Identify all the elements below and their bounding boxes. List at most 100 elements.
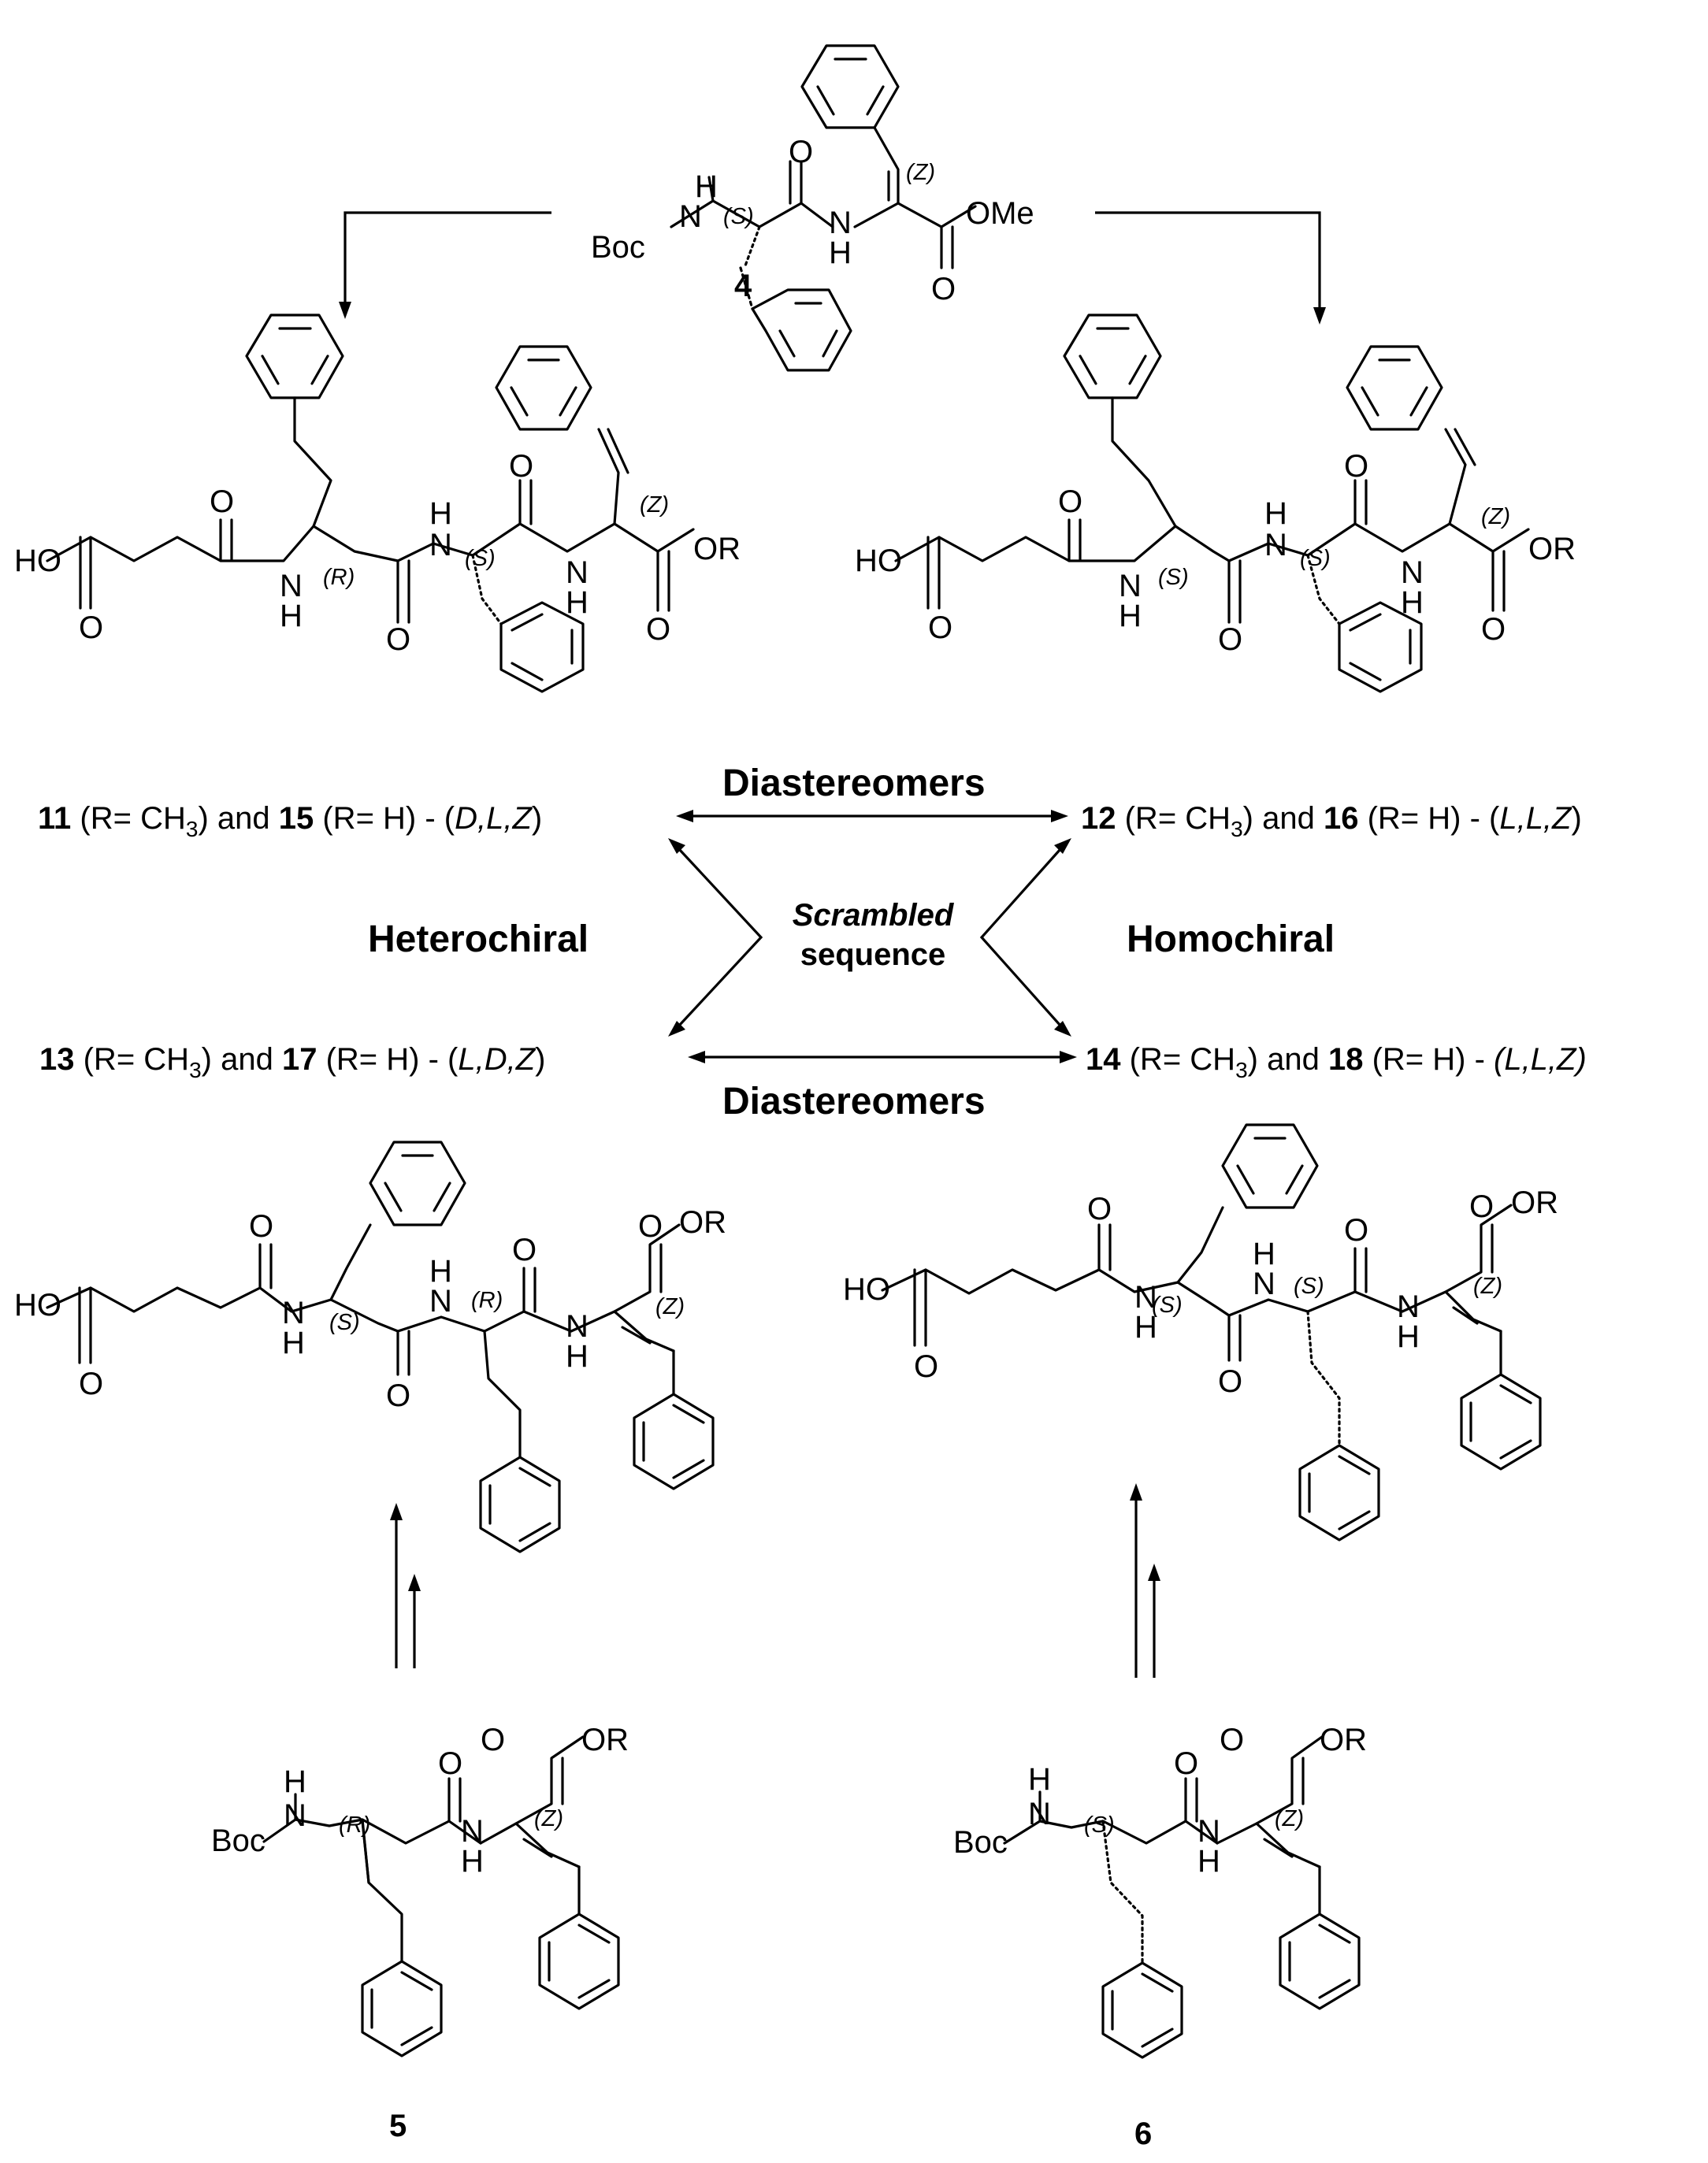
svg-text:N: N: [284, 1798, 306, 1833]
svg-text:(R): (R): [323, 565, 355, 590]
svg-text:(Z): (Z): [1473, 1274, 1502, 1299]
svg-text:N: N: [829, 206, 852, 240]
caption-llz-top: 12 (R= CH3) and 16 (R= H) - (L,L,Z): [1081, 801, 1582, 841]
svg-text:O: O: [1218, 622, 1242, 657]
svg-text:O: O: [646, 612, 670, 647]
svg-text:(S): (S): [723, 204, 754, 229]
svg-text:H: H: [461, 1844, 484, 1879]
svg-text:O: O: [79, 1367, 103, 1401]
svg-text:H: H: [280, 599, 303, 633]
svg-text:O: O: [512, 1233, 537, 1267]
compound-6: Boc H N O N H O OR (S) (Z) 6: [953, 1723, 1367, 2151]
svg-text:12 (R= CH3) and 16 (R= H) - (L: 12 (R= CH3) and 16 (R= H) - (L,L,Z): [1081, 801, 1582, 841]
svg-text:(Z): (Z): [906, 160, 935, 185]
scheme-arrows: [339, 211, 1326, 1678]
svg-text:H: H: [1119, 599, 1142, 633]
caption-dlz: 11 (R= CH3) and 15 (R= H) - (D,L,Z): [38, 801, 542, 841]
svg-text:H: H: [1197, 1844, 1220, 1879]
svg-text:O: O: [249, 1209, 273, 1244]
svg-text:OR: OR: [1320, 1723, 1367, 1757]
svg-text:H: H: [429, 1254, 452, 1289]
compound-14-18: HO O O N H O H N O N H O OR (S) (S) (Z): [843, 1123, 1558, 1542]
svg-text:HO: HO: [14, 544, 61, 578]
compound-12-16: HO O O N H O H N O N H O OR (S) (S) (Z): [855, 314, 1576, 693]
svg-text:N: N: [461, 1814, 484, 1849]
svg-text:O: O: [386, 1378, 410, 1413]
svg-text:(Z): (Z): [534, 1806, 563, 1831]
svg-text:(S): (S): [465, 546, 496, 571]
svg-text:H: H: [695, 169, 718, 204]
svg-text:O: O: [1481, 612, 1506, 647]
svg-text:(S): (S): [1294, 1274, 1324, 1299]
compound-4-label: 4: [734, 269, 752, 303]
svg-text:N: N: [280, 569, 303, 603]
arrow-4-to-11: [343, 211, 551, 303]
svg-text:H: H: [829, 236, 852, 270]
svg-text:H: H: [1397, 1319, 1420, 1354]
svg-text:OR: OR: [693, 532, 741, 566]
svg-text:H: H: [1134, 1310, 1157, 1345]
svg-text:OR: OR: [1528, 532, 1576, 566]
svg-text:O: O: [931, 272, 956, 306]
svg-text:Boc: Boc: [953, 1825, 1008, 1860]
svg-text:11 (R= CH3) and 15 (R= H) - (D: 11 (R= CH3) and 15 (R= H) - (D,L,Z): [38, 801, 542, 841]
svg-text:O: O: [1344, 1213, 1368, 1248]
compound-6-label: 6: [1134, 2117, 1152, 2151]
svg-text:O: O: [914, 1349, 938, 1384]
svg-text:N: N: [679, 199, 702, 234]
svg-text:N: N: [1264, 528, 1287, 562]
svg-text:(R): (R): [471, 1288, 503, 1313]
svg-text:(Z): (Z): [1275, 1806, 1304, 1831]
svg-text:O: O: [1469, 1189, 1494, 1224]
svg-text:O: O: [638, 1209, 663, 1244]
svg-text:(S): (S): [1158, 565, 1189, 590]
svg-text:O: O: [789, 135, 813, 169]
svg-text:O: O: [1218, 1364, 1242, 1399]
compound-5: Boc H N O N H O OR (R) (Z) 5: [211, 1723, 629, 2143]
caption-ldz: 13 (R= CH3) and 17 (R= H) - (L,D,Z): [39, 1042, 545, 1082]
svg-text:13 (R= CH3) and 17 (R= H) - (L: 13 (R= CH3) and 17 (R= H) - (L,D,Z): [39, 1042, 545, 1082]
svg-text:O: O: [1220, 1723, 1244, 1757]
svg-text:H: H: [1028, 1762, 1051, 1797]
svg-text:O: O: [386, 622, 410, 657]
label-sequence: sequence: [800, 937, 946, 972]
arrow-heterochiral: [678, 848, 763, 1027]
heading-heterochiral: Heterochiral: [368, 918, 589, 960]
svg-text:HO: HO: [14, 1288, 61, 1323]
svg-text:OR: OR: [679, 1205, 726, 1240]
heading-diastereomers-top: Diastereomers: [722, 762, 986, 804]
svg-text:N: N: [282, 1296, 305, 1330]
svg-text:N: N: [1253, 1267, 1275, 1301]
svg-text:H: H: [1401, 585, 1424, 620]
heading-homochiral: Homochiral: [1127, 918, 1335, 960]
svg-text:H: H: [566, 1339, 589, 1374]
svg-text:N: N: [1197, 1814, 1220, 1849]
svg-text:H: H: [282, 1326, 305, 1360]
svg-text:O: O: [79, 610, 103, 645]
svg-text:O: O: [509, 449, 533, 484]
svg-text:HO: HO: [855, 544, 902, 578]
svg-text:OR: OR: [581, 1723, 629, 1757]
arrow-4-to-12: [1095, 211, 1321, 309]
svg-text:H: H: [429, 496, 452, 531]
svg-text:(S): (S): [1152, 1293, 1183, 1318]
svg-text:(S): (S): [329, 1310, 360, 1335]
svg-text:H: H: [1264, 496, 1287, 531]
svg-text:N: N: [566, 1309, 589, 1344]
svg-text:N: N: [566, 555, 589, 590]
svg-text:(S): (S): [1300, 546, 1331, 571]
svg-text:N: N: [1397, 1289, 1420, 1324]
compound-5-label: 5: [389, 2109, 407, 2143]
svg-text:Boc: Boc: [591, 230, 645, 265]
svg-text:H: H: [566, 585, 589, 620]
svg-text:O: O: [210, 484, 234, 519]
svg-text:(R): (R): [339, 1812, 370, 1838]
svg-text:H: H: [1253, 1237, 1275, 1271]
svg-text:14 (R= CH3) and 18 (R= H) - (L: 14 (R= CH3) and 18 (R= H) - (L,L,Z): [1086, 1042, 1587, 1082]
svg-text:N: N: [1401, 555, 1424, 590]
svg-text:N: N: [429, 528, 452, 562]
svg-text:N: N: [1119, 569, 1142, 603]
compound-13-17: HO O O N H O H N O N H O OR (S) (R) (Z): [14, 1141, 726, 1553]
svg-text:OR: OR: [1511, 1185, 1558, 1220]
